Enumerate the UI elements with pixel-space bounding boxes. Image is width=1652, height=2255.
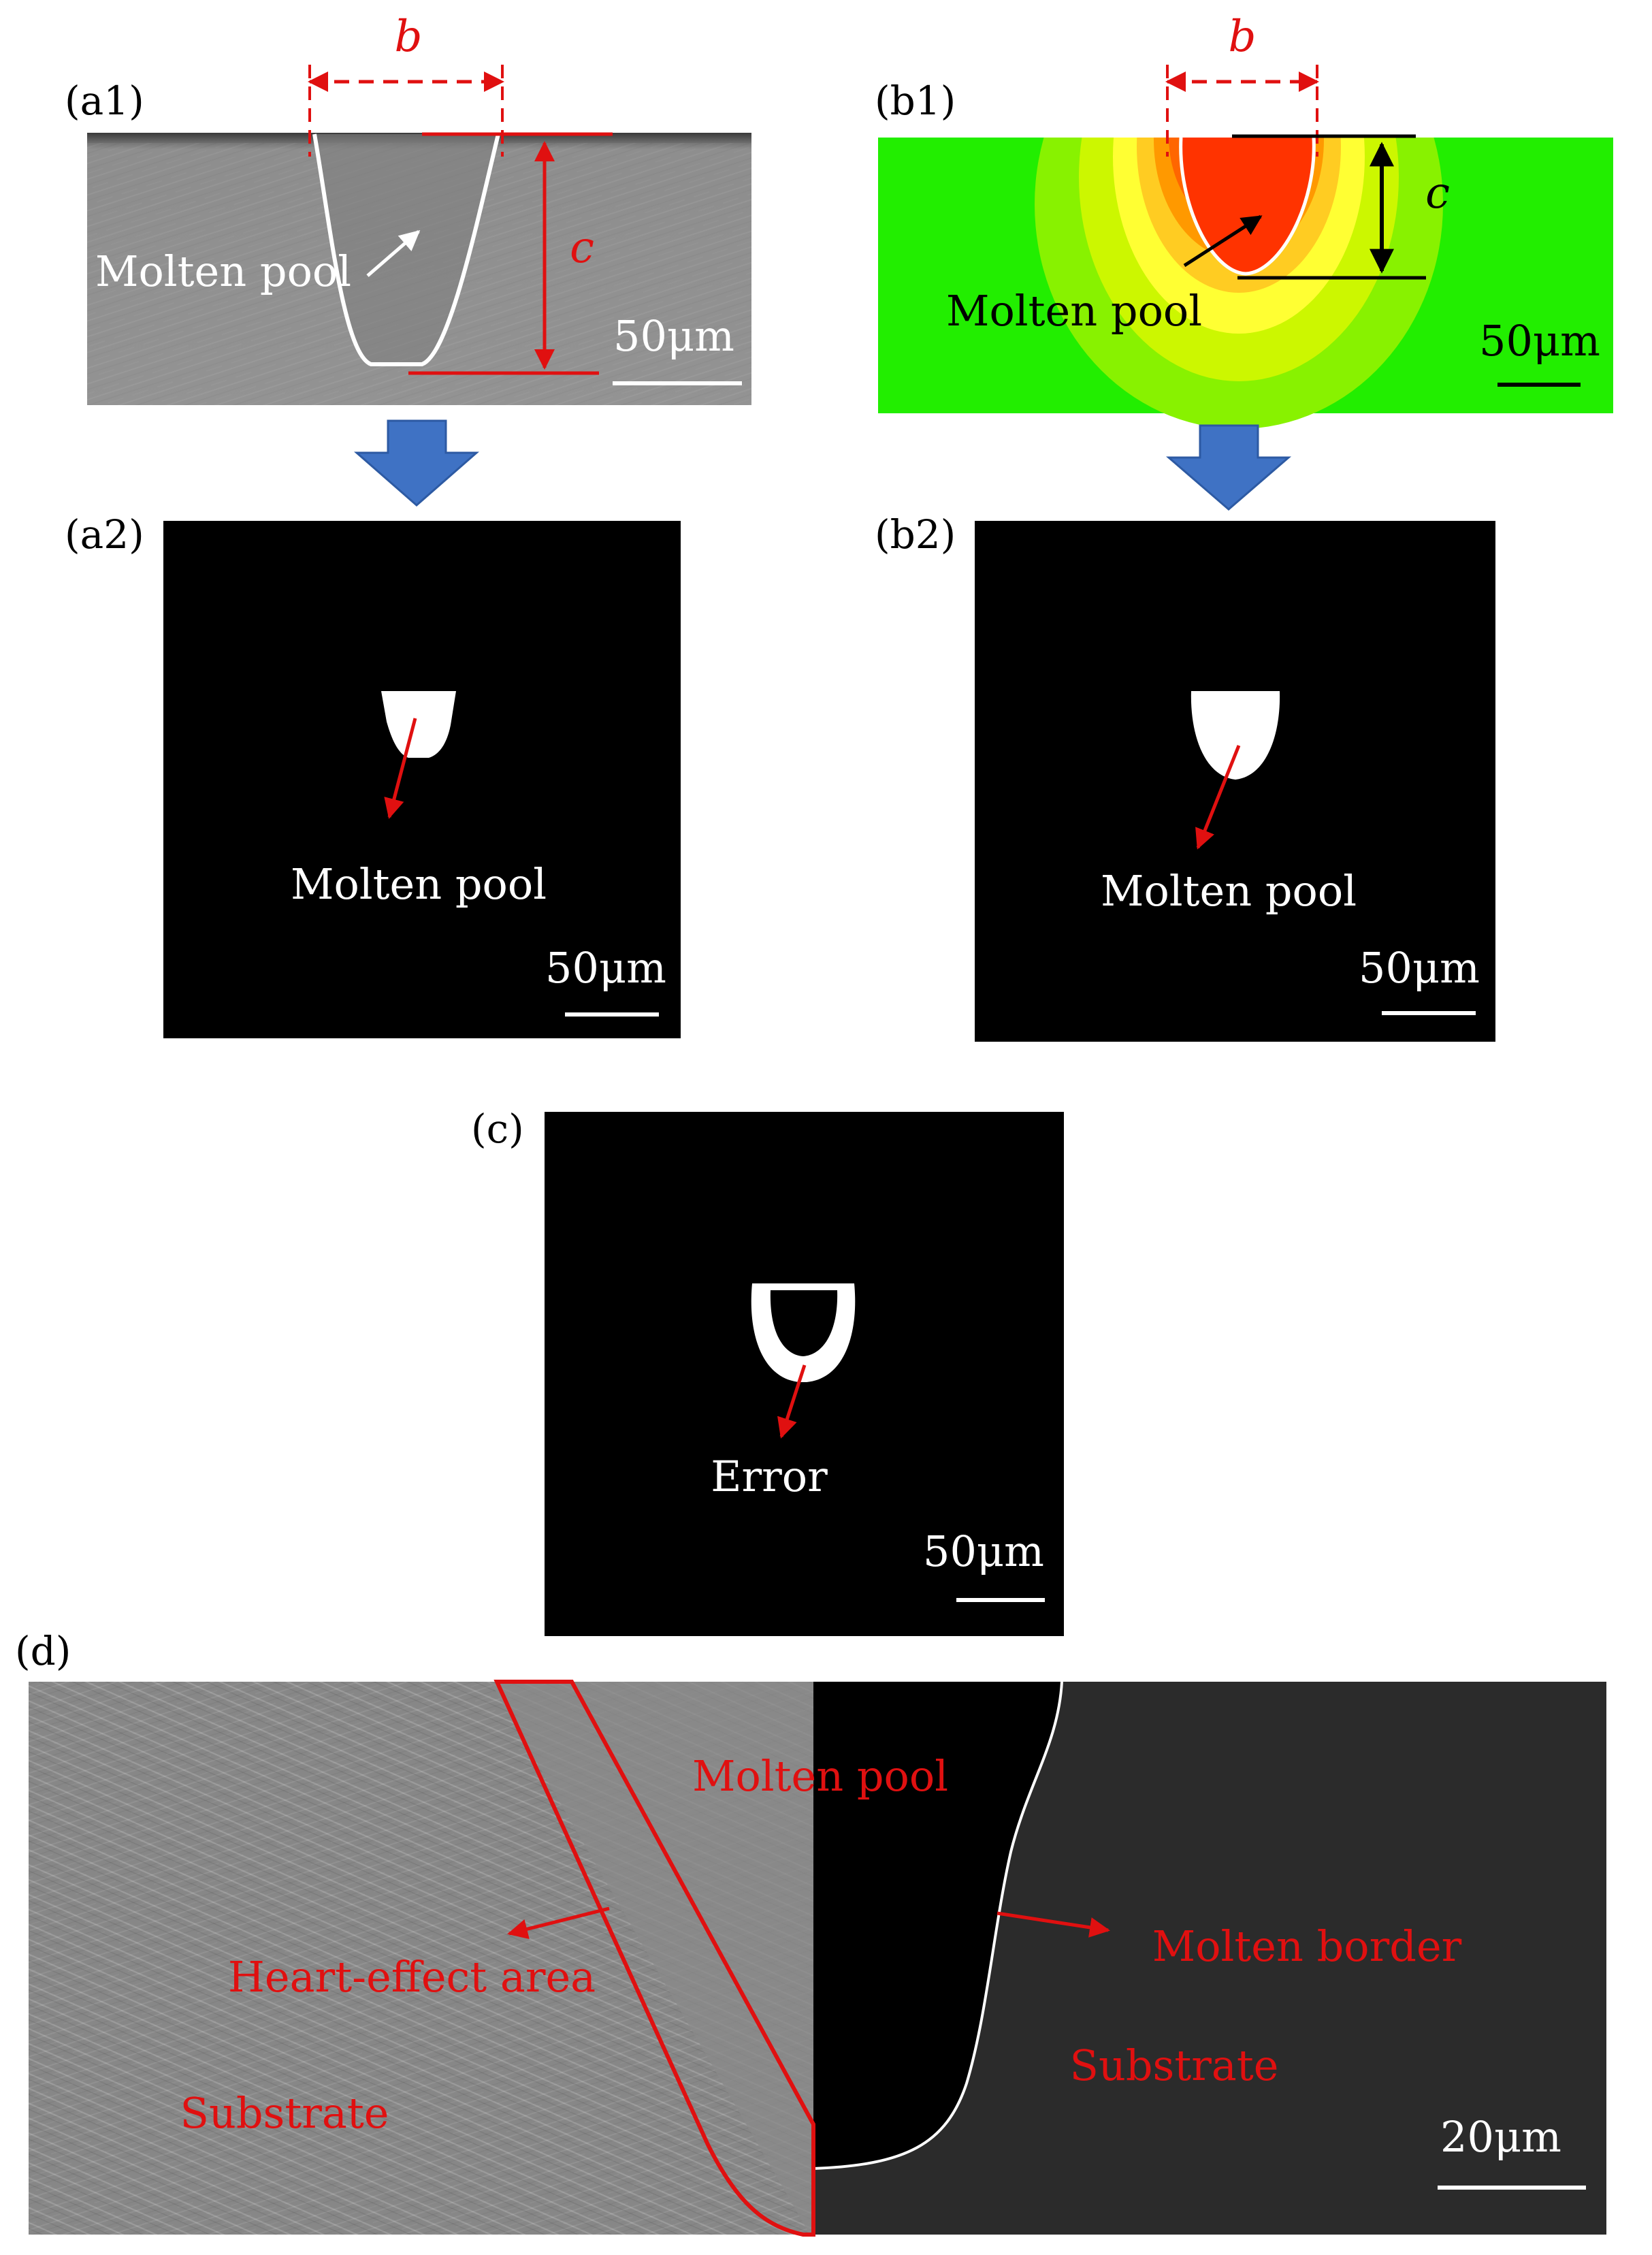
a1-depth-label: c	[570, 223, 594, 273]
b2-panel-label: (b2)	[875, 511, 956, 558]
b1-depth-label: c	[1425, 168, 1450, 219]
b2-molten-pool-shape	[1191, 691, 1280, 780]
a1-width-label: b	[395, 12, 423, 62]
b1-molten-pool-label: Molten pool	[946, 286, 1202, 336]
b2-binary-image	[975, 521, 1495, 1042]
a1-molten-pool-label: Molten pool	[95, 246, 351, 296]
b1-molten-pool-region	[1180, 138, 1314, 274]
panel-b2: Molten pool 50μm (b2)	[875, 511, 1495, 1042]
a1-pool-boundary	[312, 133, 500, 366]
b1-scale-label: 50μm	[1479, 316, 1600, 366]
d-panel-label: (d)	[15, 1628, 71, 1674]
panel-c: Error 50μm (c)	[471, 1106, 1064, 1636]
d-heat-effect-label: Heart-effect area	[228, 1952, 596, 2002]
d-processed-pool-region	[813, 1682, 1062, 2169]
a2-scale-label: 50μm	[545, 943, 666, 993]
panel-a1: b c Molten pool 50μm (a1)	[65, 12, 751, 405]
panel-a2: Molten pool 50μm (a2)	[65, 511, 681, 1038]
d-molten-border-line	[813, 1681, 1063, 2170]
a1-panel-label: (a1)	[65, 78, 144, 124]
d-substrate-left-label: Substrate	[180, 2088, 389, 2138]
d-molten-pool-label: Molten pool	[692, 1751, 948, 1801]
panel-b1: b c Molten pool 50μm (b1)	[875, 0, 1613, 429]
d-scale-label: 20μm	[1440, 2112, 1561, 2162]
b-process-arrow-icon	[1165, 424, 1292, 511]
d-molten-border-label: Molten border	[1152, 1921, 1462, 1971]
d-substrate-right-label: Substrate	[1069, 2041, 1278, 2090]
b2-scale-label: 50μm	[1359, 943, 1480, 993]
a1-scale-label: 50μm	[613, 311, 734, 361]
c-error-shape	[751, 1283, 856, 1382]
a2-binary-image	[163, 521, 681, 1038]
b1-width-label: b	[1229, 12, 1257, 62]
a2-molten-pool-shape	[381, 691, 456, 758]
panel-d: Molten pool Heart-effect area Substrate …	[15, 1628, 1606, 2237]
a2-molten-pool-label: Molten pool	[291, 859, 547, 909]
b2-molten-pool-label: Molten pool	[1101, 866, 1357, 916]
a2-panel-label: (a2)	[65, 511, 144, 558]
a-process-arrow-icon	[354, 419, 479, 507]
d-molten-pool-zone	[490, 1682, 818, 2235]
c-error-label: Error	[711, 1452, 828, 1501]
d-heat-effect-outline	[493, 1680, 815, 2237]
c-scale-label: 50μm	[923, 1526, 1044, 1576]
b1-panel-label: (b1)	[875, 78, 956, 124]
c-panel-label: (c)	[471, 1106, 524, 1152]
b1-pool-boundary	[1179, 137, 1316, 276]
